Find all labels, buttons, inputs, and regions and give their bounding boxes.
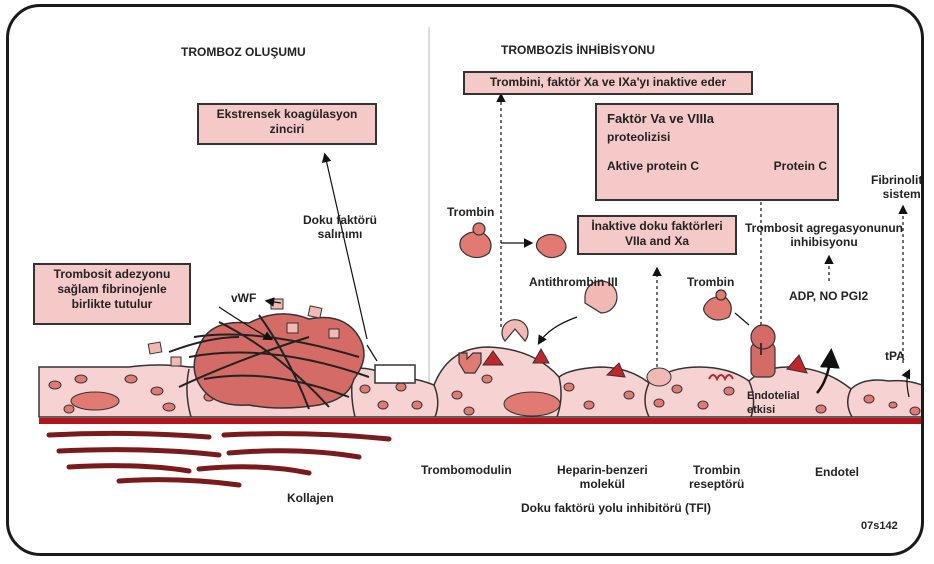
heading-thrombosis-inhibition: TROMBOZİS İNHİBİSYONU [501, 43, 655, 57]
antithrombin-bound [502, 320, 528, 341]
basement-membrane [39, 418, 924, 424]
label-platelet-aggregation-inhibition: Trombosit agregasyonunun inhibisyonu [745, 221, 903, 249]
diagram-frame: TROMBOZ OLUŞUMU TROMBOZİS İNHİBİSYONU Tr… [6, 4, 924, 556]
label-endothelium: Endotel [815, 465, 859, 479]
factor-title: Faktör Va ve VIIIa [607, 111, 827, 126]
active-protein-c-label: Aktive protein C [607, 159, 699, 174]
label-thrombin-left: Trombin [447, 205, 494, 219]
heparin-like-shape [647, 368, 671, 386]
label-tissue-factor-release: Doku faktörü salınımı [303, 213, 377, 241]
label-tfpi: Doku faktörü yolu inhibitörü (TFI) [521, 501, 711, 515]
label-thrombomodulin: Trombomodulin [421, 463, 512, 477]
box-platelet-adhesion: Trombosit adezyonu sağlam fibrinojenle b… [33, 263, 191, 325]
label-figure-code: 07s142 [861, 519, 898, 533]
protein-c-label: Protein C [774, 159, 827, 174]
box-inactive-tissue-factors: İnaktive doku faktörleri VIIa and Xa [577, 215, 737, 255]
label-thrombin-receptor: Trombin reseptörü [689, 463, 744, 491]
label-fibrinolytic-system: Fibrinolitik sistem [871, 173, 924, 201]
box-inactivates-thrombin: Trombini, faktör Xa ve IXa'yı inaktive e… [463, 71, 753, 95]
box-factor-va-viiia: Faktör Va ve VIIIa proteolizisi Aktive p… [595, 103, 839, 201]
collagen-fibers [49, 433, 389, 485]
secretion-granule [751, 325, 775, 377]
label-vwf: vWF [231, 291, 256, 305]
label-antithrombin: Antithrombin III [529, 275, 618, 289]
proteolysis-label: proteolizisi [607, 130, 827, 145]
tissue-factor-site [375, 365, 415, 383]
heading-thrombus-formation: TROMBOZ OLUŞUMU [181, 45, 306, 59]
label-endothelial-effect: Endotelial etkisi [747, 389, 800, 417]
label-tpa: tPA [885, 349, 905, 363]
label-collagen: Kollajen [287, 491, 334, 505]
label-adp-no-pgi2: ADP, NO PGI2 [789, 289, 868, 303]
label-thrombin-right: Trombin [687, 275, 734, 289]
box-extrinsic-coagulation: Ekstrensek koagülasyon zinciri [197, 103, 377, 145]
label-heparin-like-molecule: Heparin-benzeri molekül [557, 463, 648, 491]
